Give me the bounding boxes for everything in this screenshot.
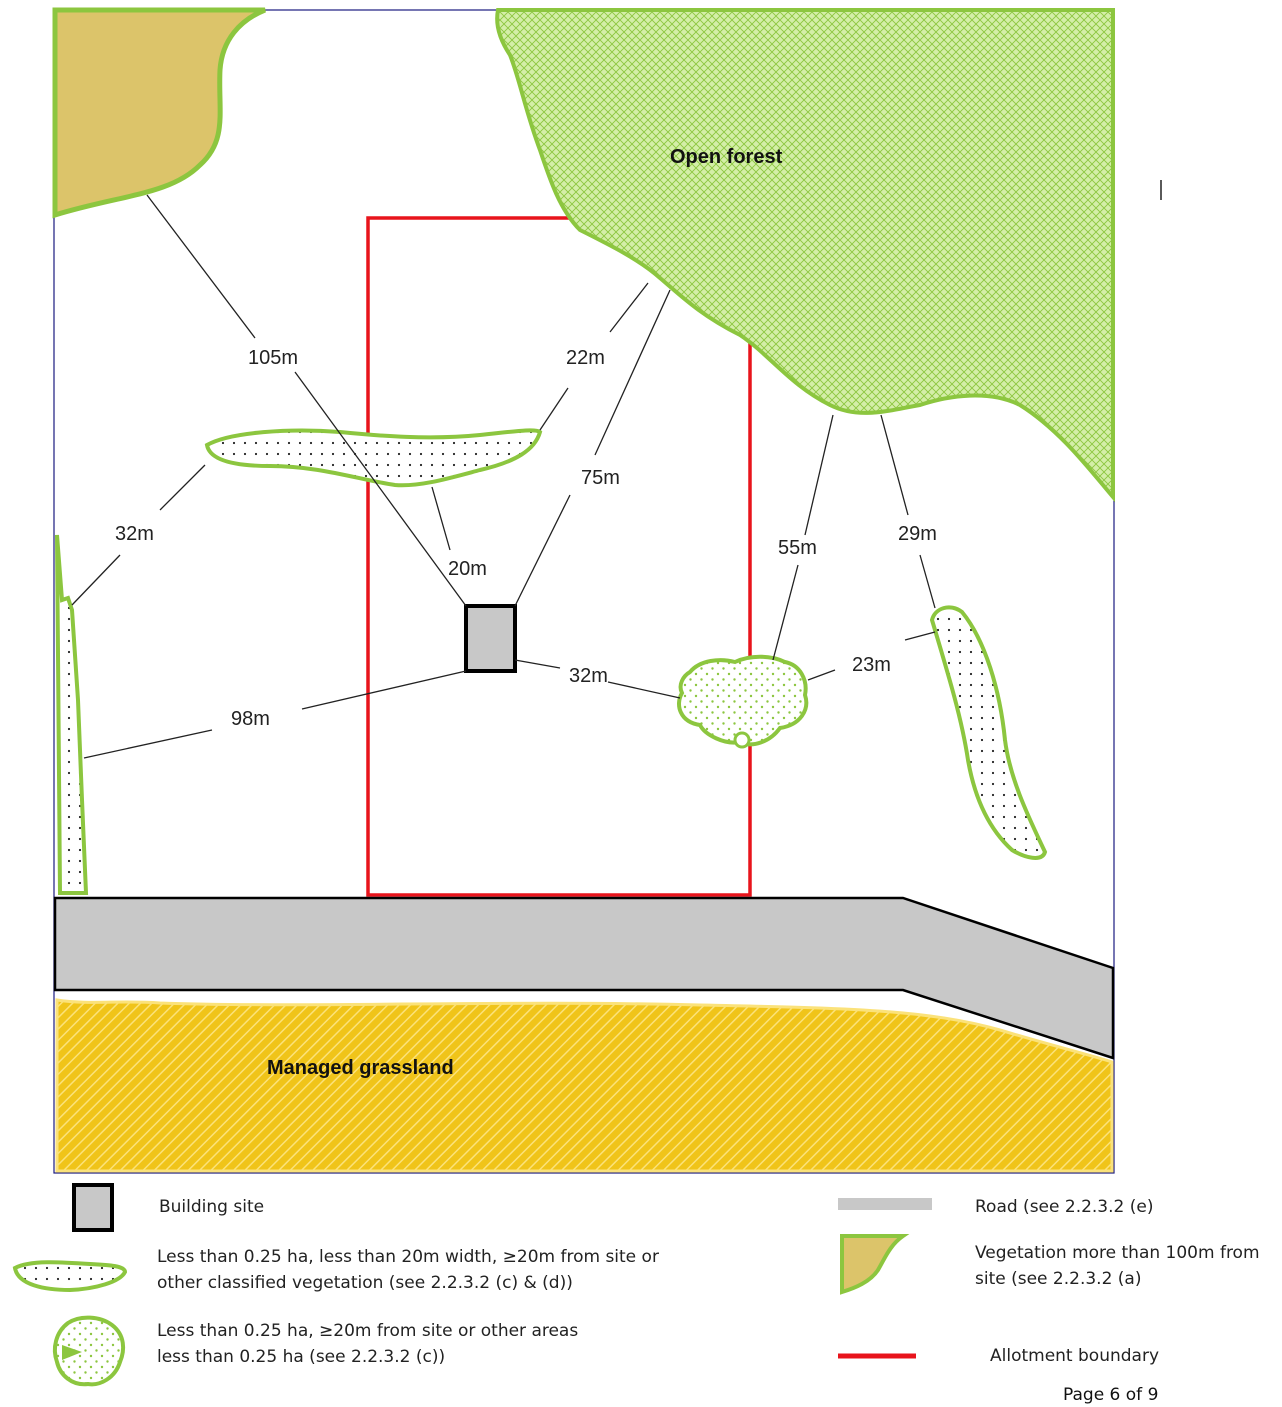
distance-label-22m: 22m <box>566 347 605 369</box>
distance-label-32m-left: 32m <box>115 523 154 545</box>
managed-grassland-label: Managed grassland <box>267 1057 454 1079</box>
legend-small-vegetation-notch <box>62 1345 82 1360</box>
distance-label-98m: 98m <box>231 708 270 730</box>
line-29m-a <box>880 414 909 516</box>
open-forest-area <box>495 8 1115 503</box>
line-22m-a <box>609 282 649 333</box>
line-32m-left-a <box>159 464 206 511</box>
distance-label-55m: 55m <box>778 537 817 559</box>
legend-small-vegetation-label-2: less than 0.25 ha (see 2.2.3.2 (c)) <box>157 1347 446 1367</box>
vegetation-strip-top <box>204 428 543 488</box>
distance-label-20m: 20m <box>448 558 487 580</box>
building-site <box>464 604 517 673</box>
legend-narrow-vegetation-symbol <box>12 1260 128 1293</box>
allotment-boundary <box>366 216 752 897</box>
legend-narrow-vegetation-label-1: Less than 0.25 ha, less than 20m width, … <box>157 1247 659 1267</box>
line-55m-a <box>804 414 834 536</box>
distance-label-105m: 105m <box>248 347 298 369</box>
managed-grassland-area <box>55 998 1114 1173</box>
line-32m-left-b <box>71 554 121 606</box>
line-98m-b <box>83 729 213 759</box>
vegetation-strip-right <box>929 605 1048 860</box>
road <box>53 896 1115 1060</box>
legend-far-vegetation-label-1: Vegetation more than 100m from <box>975 1243 1260 1263</box>
line-32m-mid-b <box>607 681 681 699</box>
line-29m-b <box>919 554 936 609</box>
line-22m-b <box>539 387 569 431</box>
line-23m-a <box>904 631 936 641</box>
line-105m-b <box>294 371 467 607</box>
legend-building-site-symbol <box>72 1183 114 1232</box>
line-32m-mid-a <box>514 659 561 669</box>
line-75m-b <box>514 494 571 607</box>
line-105m-a <box>146 194 256 339</box>
line-98m-a <box>301 670 467 710</box>
legend-small-vegetation-symbol <box>52 1315 126 1387</box>
line-20m <box>431 486 451 551</box>
legend-road-symbol <box>838 1198 932 1210</box>
page-number: Page 6 of 9 <box>1063 1385 1159 1405</box>
legend-far-vegetation-symbol <box>840 1234 910 1295</box>
small-vegetation-clump <box>677 654 809 747</box>
vegetation-strip-left <box>55 534 89 895</box>
line-55m-b <box>772 564 799 661</box>
legend-road-label: Road (see 2.2.3.2 (e) <box>975 1197 1154 1217</box>
distance-label-32m-mid: 32m <box>569 665 608 687</box>
distance-label-23m: 23m <box>852 654 891 676</box>
distance-label-29m: 29m <box>898 523 937 545</box>
line-75m-a <box>594 289 671 456</box>
legend-narrow-vegetation-label-2: other classified vegetation (see 2.2.3.2… <box>157 1273 573 1293</box>
legend-far-vegetation-label-2: site (see 2.2.3.2 (a) <box>975 1269 1142 1289</box>
legend-allotment-label: Allotment boundary <box>990 1346 1160 1366</box>
legend-building-site-label: Building site <box>159 1197 265 1217</box>
far-vegetation-area <box>52 7 266 219</box>
line-23m-b <box>807 669 836 681</box>
distance-lines <box>71 194 936 759</box>
open-forest-label: Open forest <box>670 146 783 168</box>
distance-label-75m: 75m <box>581 467 620 489</box>
legend-small-vegetation-label-1: Less than 0.25 ha, ≥20m from site or oth… <box>157 1321 579 1341</box>
small-clump-node <box>733 731 751 749</box>
